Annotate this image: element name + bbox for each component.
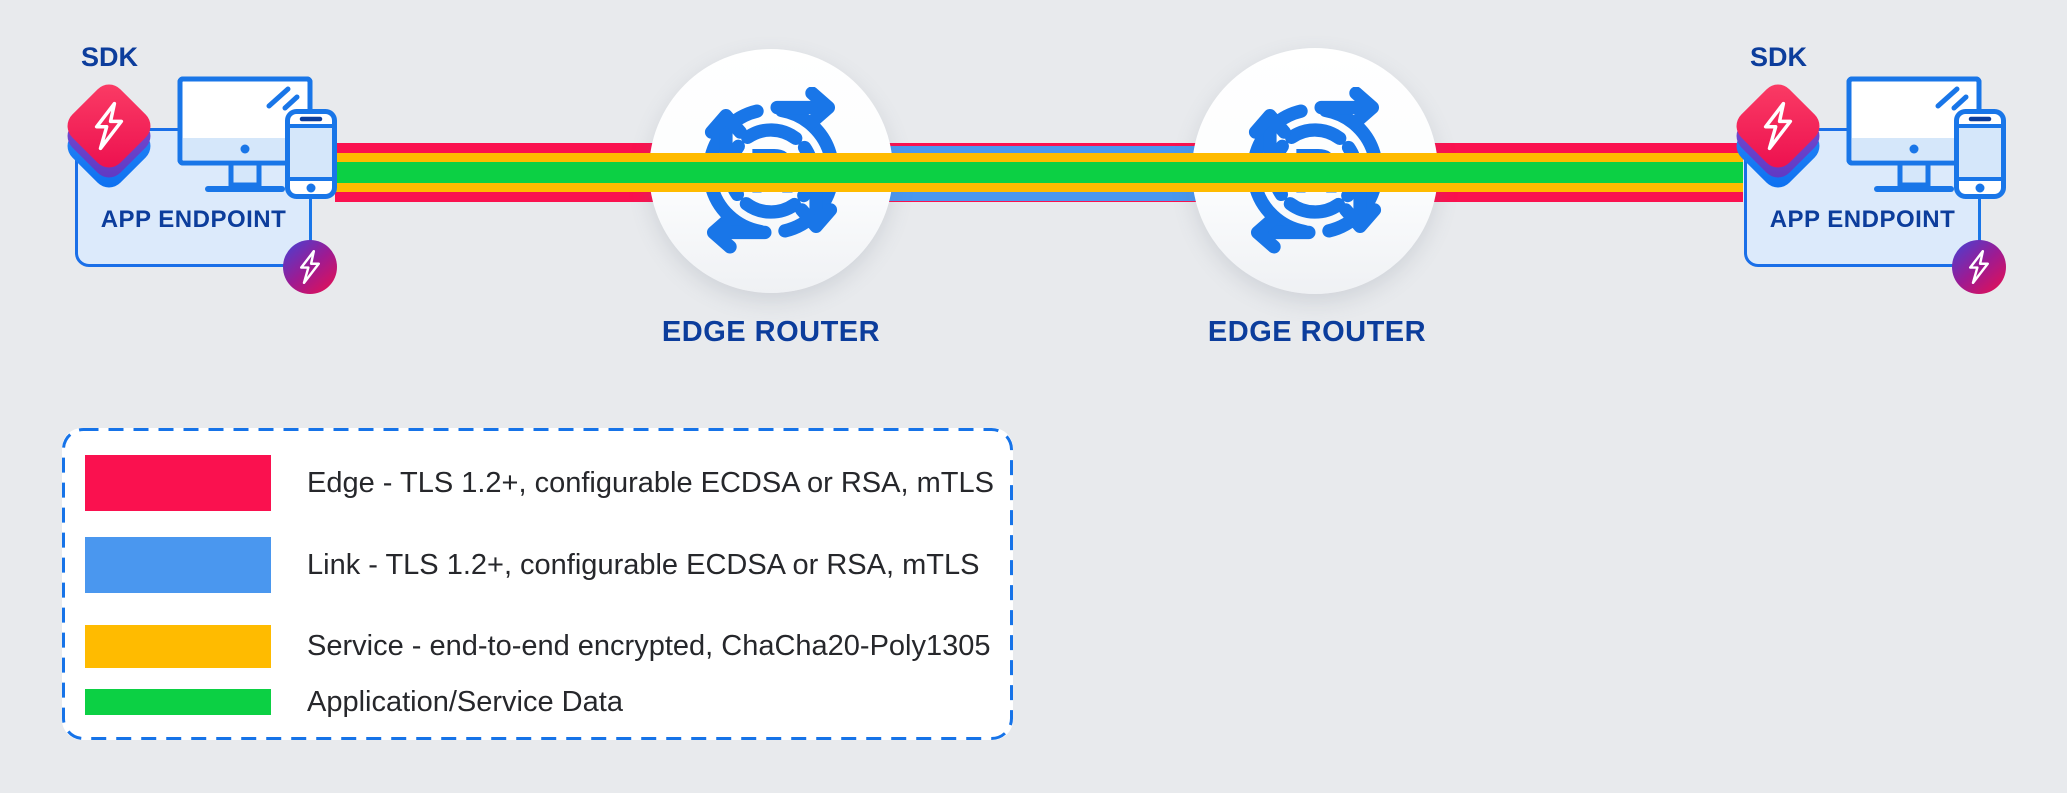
lightning-bolt-icon xyxy=(1763,101,1793,151)
edge-router-label-right: EDGE ROUTER xyxy=(1207,316,1427,348)
phone-icon xyxy=(1954,109,2006,199)
application-data-stripe xyxy=(335,162,1743,183)
app-endpoint-right: SDK APP ENDPOINT xyxy=(1724,40,2014,300)
sdk-stack-icon xyxy=(1726,76,1830,206)
legend-row: Service - end-to-end encrypted, ChaCha20… xyxy=(85,625,991,668)
legend-label: Link - TLS 1.2+, configurable ECDSA or R… xyxy=(307,548,980,581)
badge-connector-line xyxy=(1978,197,1981,245)
legend-swatch xyxy=(85,689,271,715)
legend-label: Service - end-to-end encrypted, ChaCha20… xyxy=(307,630,991,662)
link-stripe-top xyxy=(860,145,1220,155)
sdk-label: SDK xyxy=(81,42,139,72)
legend-swatch xyxy=(85,625,271,668)
service-stripe-top xyxy=(335,153,1743,162)
legend-row: Application/Service Data xyxy=(85,686,623,718)
app-endpoint-left: SDK APP ENDPOINT xyxy=(55,40,345,300)
legend-row: Link - TLS 1.2+, configurable ECDSA or R… xyxy=(85,537,979,593)
connection-stripes-over xyxy=(335,0,1743,240)
app-endpoint-label: APP ENDPOINT xyxy=(100,206,287,233)
sdk-label: SDK xyxy=(1750,42,1808,72)
legend-swatch xyxy=(85,537,271,593)
legend-row: Edge - TLS 1.2+, configurable ECDSA or R… xyxy=(85,455,994,511)
lightning-bolt-icon xyxy=(1969,249,1989,285)
legend-swatch xyxy=(85,455,271,511)
phone-icon xyxy=(285,109,337,199)
lightning-bolt-icon xyxy=(94,101,124,151)
legend: Edge - TLS 1.2+, configurable ECDSA or R… xyxy=(62,428,1013,740)
connection-stripes-under xyxy=(335,0,1743,240)
identity-badge xyxy=(1952,240,2006,294)
lightning-bolt-icon xyxy=(300,249,320,285)
link-stripe-bottom xyxy=(860,192,1220,201)
badge-connector-line xyxy=(309,197,312,245)
legend-label: Application/Service Data xyxy=(307,685,623,718)
sdk-stack-icon xyxy=(57,76,161,206)
app-endpoint-label: APP ENDPOINT xyxy=(1769,206,1956,233)
legend-label: Edge - TLS 1.2+, configurable ECDSA or R… xyxy=(307,466,994,499)
edge-router-label-left: EDGE ROUTER xyxy=(661,316,881,348)
legend-dashed-border xyxy=(62,428,1013,740)
identity-badge xyxy=(283,240,337,294)
service-stripe-bottom xyxy=(335,183,1743,192)
